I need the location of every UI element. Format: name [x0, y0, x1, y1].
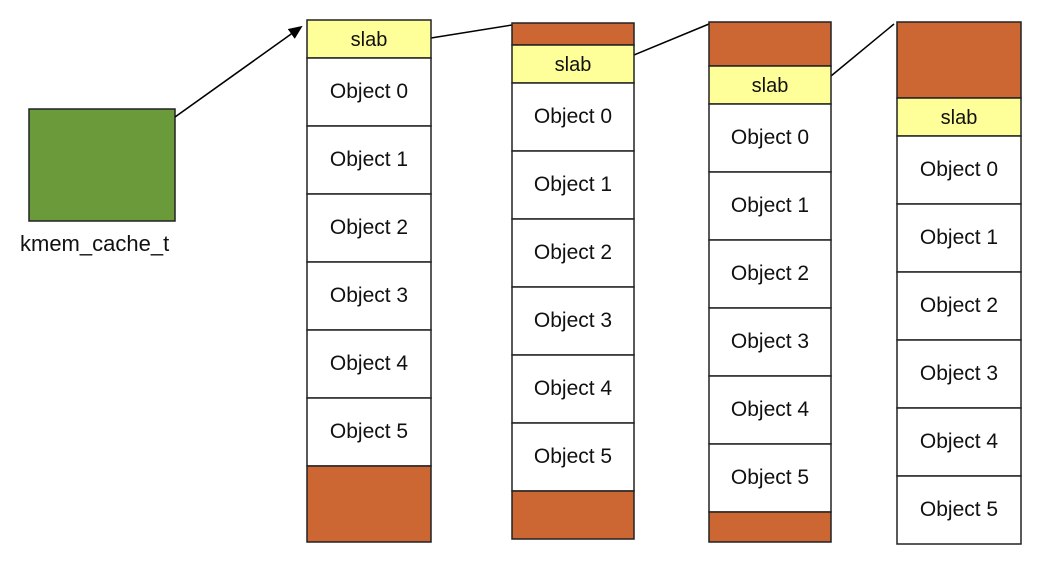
slab-object-cell [896, 203, 1022, 273]
slab-object-cell [511, 354, 635, 424]
slab-header [511, 44, 635, 84]
slab-padding-bottom [708, 511, 832, 543]
slab-padding-top [511, 22, 635, 46]
slab-object-label: Object 5 [534, 445, 612, 468]
slab-object-label: Object 2 [920, 294, 998, 317]
slab-padding-bottom [511, 490, 635, 540]
slab-object-cell [511, 286, 635, 356]
slab-object-label: Object 0 [330, 80, 408, 103]
slab-header-label: slab [752, 75, 789, 97]
slab-object-label: Object 0 [731, 126, 809, 149]
slab-object-label: Object 4 [330, 352, 409, 375]
slab-object-cell [896, 407, 1022, 477]
slab-object-label: Object 0 [534, 105, 612, 128]
slab-object-label: Object 0 [920, 158, 998, 181]
slab-object-label: Object 2 [534, 241, 612, 264]
slab-header-label: slab [555, 54, 592, 76]
slab-object-cell [511, 422, 635, 492]
slab-object-cell [306, 397, 432, 467]
slab-object-cell [708, 239, 832, 309]
slab-link-line [830, 23, 895, 77]
slab-object-label: Object 3 [731, 330, 809, 353]
slab-object-label: Object 4 [731, 398, 810, 421]
slab-object-cell [896, 475, 1022, 545]
slab-object-label: Object 4 [534, 377, 613, 400]
slab-link-line [633, 23, 710, 56]
slab-object-cell [896, 339, 1022, 409]
slab-header [306, 19, 432, 59]
slab-padding-top [708, 21, 832, 67]
slab-object-cell [511, 82, 635, 152]
slab-object-cell [896, 271, 1022, 341]
slab-object-label: Object 3 [534, 309, 612, 332]
slab-object-label: Object 1 [330, 148, 408, 171]
slab-header-label: slab [941, 107, 978, 129]
slab-header [708, 65, 832, 105]
slab-link-line [430, 24, 513, 39]
slab-object-cell [708, 171, 832, 241]
slab-object-label: Object 2 [731, 262, 809, 285]
kmem-cache-box [28, 108, 176, 222]
slab-object-cell [708, 443, 832, 513]
slab-object-label: Object 1 [920, 226, 998, 249]
slab-object-label: Object 5 [920, 498, 998, 521]
slab-object-cell [306, 125, 432, 195]
slab-links [430, 23, 895, 77]
slab-object-cell [511, 150, 635, 220]
slab-object-label: Object 1 [534, 173, 612, 196]
slab-header [896, 97, 1022, 137]
slab-object-cell [708, 375, 832, 445]
slab-padding-top [896, 21, 1022, 99]
slab-object-label: Object 4 [920, 430, 999, 453]
slab-object-cell [708, 103, 832, 173]
slab-object-label: Object 3 [920, 362, 998, 385]
slab-object-label: Object 5 [731, 466, 809, 489]
slab-object-label: Object 2 [330, 216, 408, 239]
slab-object-cell [708, 307, 832, 377]
cache-to-slab-arrow [174, 25, 303, 118]
slab-object-cell [896, 135, 1022, 205]
slab-header-label: slab [351, 29, 388, 51]
slab-object-label: Object 1 [731, 194, 809, 217]
slab-object-label: Object 3 [330, 284, 408, 307]
slab-object-cell [306, 57, 432, 127]
slab-object-label: Object 5 [330, 420, 408, 443]
kmem-cache-label: kmem_cache_t [20, 231, 169, 256]
slab-padding-bottom [306, 465, 432, 543]
